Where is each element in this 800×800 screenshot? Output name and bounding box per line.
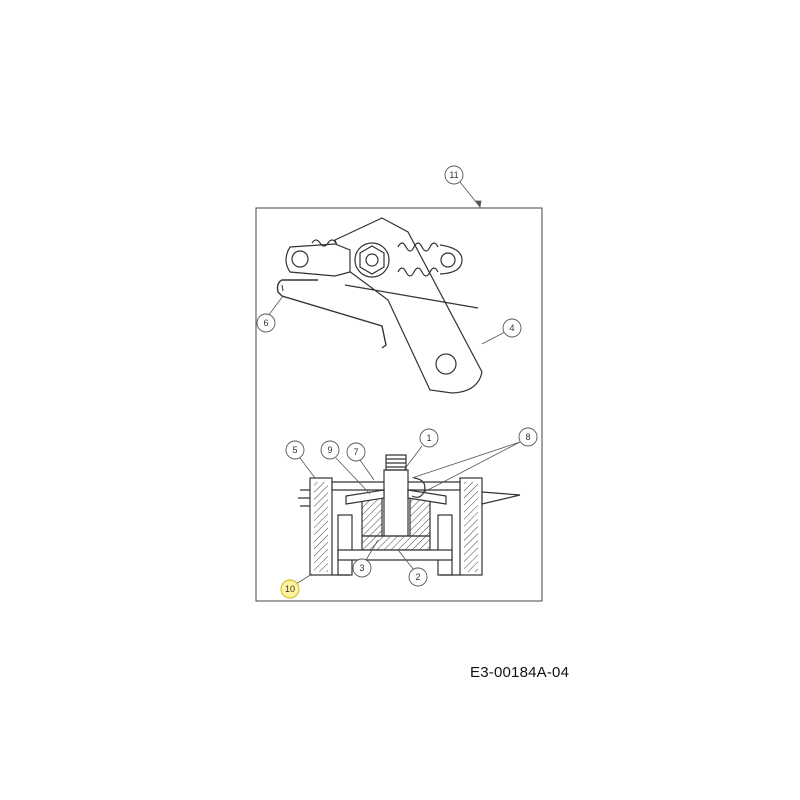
callout-9-label: 9 (327, 445, 332, 455)
link-hole (291, 250, 309, 268)
callout-10-label: 10 (285, 584, 295, 594)
leader-1 (403, 445, 423, 471)
inner-left-wall (337, 514, 353, 576)
callout-11[interactable]: 11 (444, 165, 464, 185)
callout-6[interactable]: 6 (256, 313, 276, 333)
callout-1[interactable]: 1 (419, 428, 439, 448)
callout-2[interactable]: 2 (408, 567, 428, 587)
callout-7[interactable]: 7 (346, 442, 366, 462)
spring-eye-hole (440, 252, 456, 268)
callout-1-label: 1 (426, 433, 431, 443)
cable-line (344, 284, 479, 309)
callout-11-label: 11 (449, 170, 458, 180)
leader-lines (267, 181, 521, 585)
wire-rod-inner (281, 284, 284, 292)
spring-coil (397, 242, 439, 277)
assembly-frame (255, 207, 543, 602)
upper-arm-assembly (276, 217, 483, 394)
inner-right-wall (437, 514, 453, 576)
housing-left-wall-hatch (314, 482, 328, 572)
leader-11-arrow (475, 200, 482, 209)
callout-3[interactable]: 3 (352, 558, 372, 578)
blade-right (481, 491, 521, 505)
washer (345, 489, 385, 505)
housing-right-wall-hatch (464, 482, 478, 572)
callout-8-label: 8 (525, 432, 530, 442)
hub-right (409, 497, 431, 537)
callout-7-label: 7 (353, 447, 358, 457)
callout-4-label: 4 (509, 323, 514, 333)
lever-plate (334, 217, 483, 394)
callout-5[interactable]: 5 (285, 440, 305, 460)
callout-8[interactable]: 8 (518, 427, 538, 447)
callout-2-label: 2 (415, 572, 420, 582)
left-fins (298, 489, 310, 507)
lever-hole (435, 353, 457, 375)
callout-5-label: 5 (292, 445, 297, 455)
leader-11 (459, 181, 481, 208)
callout-10[interactable]: 10 (280, 579, 300, 599)
leader-5 (299, 457, 316, 479)
hub-left (361, 497, 383, 537)
wire-rod (276, 279, 387, 349)
leader-3 (365, 539, 379, 561)
leader-9 (335, 457, 371, 495)
bolt-threads (385, 454, 407, 471)
base-plate (337, 549, 453, 561)
leader-8a (411, 441, 521, 479)
callout-4[interactable]: 4 (502, 318, 522, 338)
pivot-bolt (365, 253, 379, 267)
leader-8b (423, 441, 521, 493)
callout-9[interactable]: 9 (320, 440, 340, 460)
callout-6-label: 6 (263, 318, 268, 328)
leader-4 (481, 331, 506, 345)
leader-10 (295, 573, 313, 585)
center-shaft (383, 469, 409, 537)
washer-right (407, 489, 447, 505)
spring-coil-left (311, 239, 337, 247)
drawing-code: E3-00184A-04 (470, 664, 570, 681)
leader-2 (397, 549, 415, 571)
lower-section-assembly (298, 454, 521, 576)
leader-6 (267, 295, 284, 317)
bearing (361, 535, 431, 551)
callout-3-label: 3 (359, 563, 364, 573)
leader-7 (359, 459, 375, 481)
